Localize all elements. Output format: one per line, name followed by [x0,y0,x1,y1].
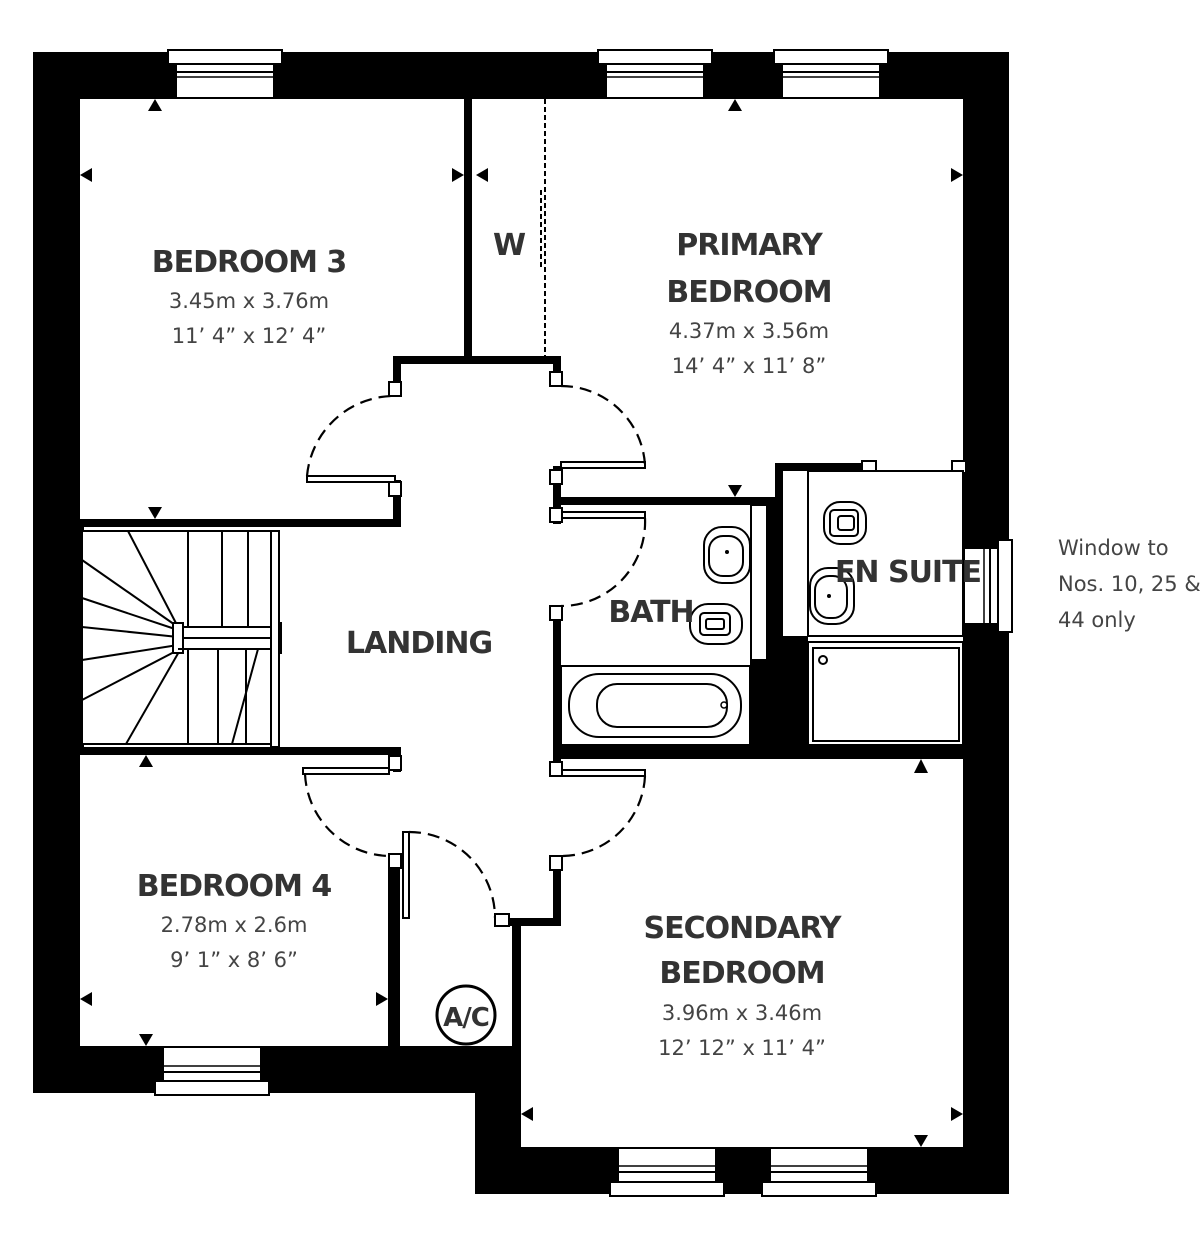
window-note-line-2: Nos. 10, 25 & [1058,572,1201,596]
window-note-line-1: Window to [1058,536,1169,560]
window-note: Window to Nos. 10, 25 & 44 only [1058,536,1201,632]
window-primary-1 [597,49,713,99]
primary-name-1: PRIMARY [676,228,824,263]
airing-cupboard-symbol [435,984,497,1046]
secondary-metric: 3.96m x 3.46m [662,1001,822,1025]
bedroom3-imperial: 11’ 4” x 12’ 4” [172,324,326,348]
bedroom4-metric: 2.78m x 2.6m [161,913,308,937]
primary-name-2: BEDROOM [666,275,831,310]
internal-walls [80,99,963,1046]
bedroom4-imperial: 9’ 1” x 8’ 6” [170,948,298,972]
doors [302,371,967,927]
window-ensuite [963,539,1013,633]
bedroom4-name: BEDROOM 4 [137,869,332,904]
window-bedroom4 [154,1046,270,1096]
staircase [81,530,282,748]
bedroom3-metric: 3.45m x 3.76m [169,289,329,313]
window-primary-2 [773,49,889,99]
ensuite-name: EN SUITE [835,555,981,590]
room-labels: BEDROOM 3 3.45m x 3.76m 11’ 4” x 12’ 4” … [137,228,982,1060]
window-bedroom3 [167,49,283,99]
airing-cupboard-label: A/C [443,1003,489,1033]
external-walls [33,52,1009,1194]
primary-imperial: 14’ 4” x 11’ 8” [672,354,826,378]
windows [154,49,1013,1197]
window-secondary-1 [609,1147,725,1197]
wardrobe-label: W [493,228,526,263]
landing-name: LANDING [346,626,492,661]
window-secondary-2 [761,1147,877,1197]
bath-name: BATH [608,595,693,630]
dimension-arrows [80,99,963,1147]
window-note-line-3: 44 only [1058,608,1136,632]
secondary-name-1: SECONDARY [643,911,842,946]
primary-metric: 4.37m x 3.56m [669,319,829,343]
ensuite-fixtures [807,470,964,746]
secondary-name-2: BEDROOM [659,956,824,991]
bedroom3-name: BEDROOM 3 [152,245,347,280]
secondary-imperial: 12’ 12” x 11’ 4” [658,1036,826,1060]
bath-fixtures [560,526,751,746]
